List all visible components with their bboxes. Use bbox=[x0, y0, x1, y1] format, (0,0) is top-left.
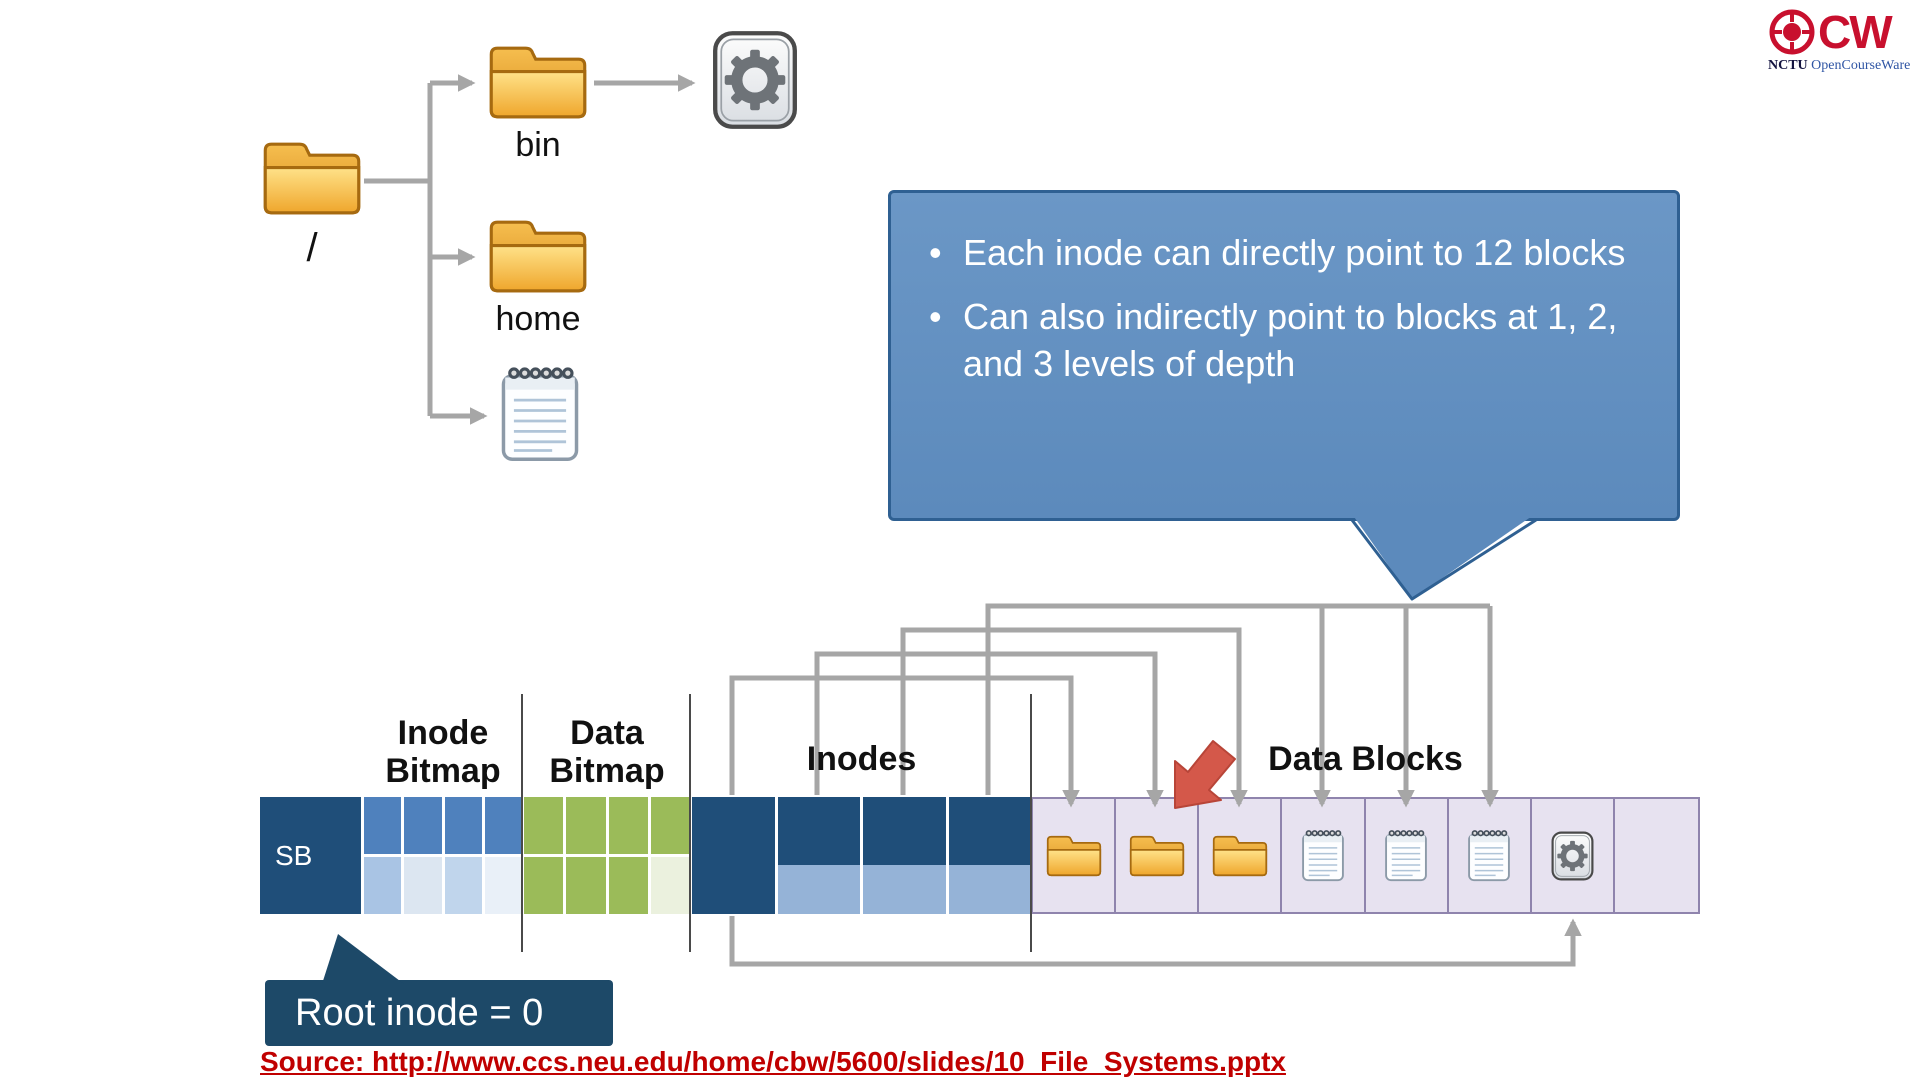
ocw-logo-letters: CW bbox=[1818, 6, 1893, 58]
inodes-section bbox=[692, 797, 1031, 914]
bitmap-cell bbox=[444, 797, 482, 854]
gear-icon bbox=[1550, 830, 1595, 882]
file-notepad-icon bbox=[500, 362, 580, 466]
inode-block bbox=[948, 797, 1031, 914]
ocw-logo: CW NCTU OpenCourseWare bbox=[1768, 8, 1920, 74]
data-bitmap-section bbox=[524, 797, 690, 914]
bitmap-cell bbox=[650, 857, 690, 914]
data-block-cell bbox=[1282, 799, 1366, 912]
inode-callout-list: Each inode can directly point to 12 bloc… bbox=[925, 229, 1649, 388]
bitmap-cell bbox=[566, 797, 606, 854]
data-block-cell bbox=[1365, 799, 1449, 912]
root-folder-label: / bbox=[306, 226, 318, 270]
callout-bullet: Can also indirectly point to blocks at 1… bbox=[925, 293, 1649, 388]
bitmap-cell bbox=[608, 857, 648, 914]
notepad-icon bbox=[1467, 828, 1511, 883]
bin-folder-label: bin bbox=[515, 126, 561, 164]
folder-icon bbox=[1129, 833, 1185, 879]
callout-tail bbox=[1350, 514, 1537, 601]
superblock: SB bbox=[260, 797, 361, 914]
data-block-cell bbox=[1199, 799, 1283, 912]
data-blocks-section bbox=[1031, 797, 1700, 914]
data-bitmap-label: Data Bitmap bbox=[549, 714, 665, 791]
root-callout-tail bbox=[322, 934, 404, 984]
bitmap-cell bbox=[566, 857, 606, 914]
folder-icon bbox=[1212, 833, 1268, 879]
bitmap-cell bbox=[608, 797, 648, 854]
home-folder-icon bbox=[488, 216, 588, 297]
logo-org-name: NCTU bbox=[1768, 58, 1808, 73]
home-folder-label: home bbox=[495, 300, 581, 338]
bitmap-cell bbox=[444, 857, 482, 914]
data-block-cell bbox=[1448, 799, 1532, 912]
inode-block bbox=[692, 797, 775, 914]
notepad-icon bbox=[1301, 828, 1345, 883]
bitmap-cell bbox=[524, 797, 564, 854]
executable-gear-icon bbox=[710, 28, 800, 132]
bin-folder-icon bbox=[488, 42, 588, 123]
inode-callout-bubble: Each inode can directly point to 12 bloc… bbox=[888, 190, 1680, 521]
inode-bitmap-label: Inode Bitmap bbox=[385, 714, 501, 791]
root-folder-icon bbox=[262, 138, 362, 219]
bitmap-cell bbox=[484, 797, 522, 854]
inode-block bbox=[863, 797, 946, 914]
bitmap-cell bbox=[364, 797, 402, 854]
logo-program-name: OpenCourseWare bbox=[1811, 58, 1911, 73]
data-block-cell-empty bbox=[1614, 799, 1698, 912]
data-block-cell bbox=[1531, 799, 1615, 912]
bitmap-cell bbox=[364, 857, 402, 914]
data-block-cell bbox=[1116, 799, 1200, 912]
inodes-label: Inodes bbox=[806, 740, 917, 778]
inode-bitmap-section bbox=[364, 797, 522, 914]
inode-block bbox=[777, 797, 860, 914]
data-blocks-label: Data Blocks bbox=[1268, 740, 1463, 778]
folder-icon bbox=[1046, 833, 1102, 879]
root-inode-callout: Root inode = 0 bbox=[265, 980, 613, 1046]
bitmap-cell bbox=[404, 797, 442, 854]
callout-bullet: Each inode can directly point to 12 bloc… bbox=[925, 229, 1649, 277]
notepad-icon bbox=[1384, 828, 1428, 883]
ocw-logo-emblem-icon bbox=[1769, 9, 1815, 55]
bitmap-cell bbox=[404, 857, 442, 914]
bitmap-cell bbox=[524, 857, 564, 914]
data-block-cell bbox=[1033, 799, 1117, 912]
bitmap-cell bbox=[484, 857, 522, 914]
bitmap-cell bbox=[650, 797, 690, 854]
source-citation: Source: http://www.ccs.neu.edu/home/cbw/… bbox=[260, 1046, 1286, 1077]
